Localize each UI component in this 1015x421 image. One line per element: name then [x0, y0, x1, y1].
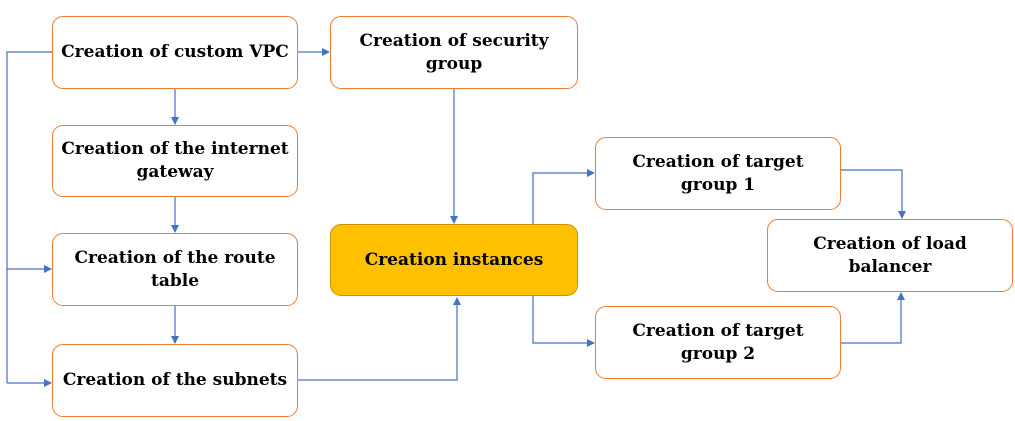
node-route-table-label: Creation of the route table [74, 247, 276, 291]
edge-target-group-2-to-load-balancer [841, 292, 905, 344]
node-load-balancer: Creation of load balancer [767, 219, 1013, 292]
node-load-balancer-label: Creation of load balancer [813, 233, 967, 277]
node-custom-vpc: Creation of custom VPC [52, 16, 298, 89]
node-target-group-2: Creation of target group 2 [595, 306, 841, 379]
node-subnets-label: Creation of the subnets [62, 370, 288, 390]
node-target-group-2-label: Creation of target group 2 [632, 320, 804, 364]
edge-instances-to-target-group-2 [532, 296, 595, 347]
edge-vpc-left-bus [6, 51, 52, 383]
node-security-group: Creation of security group [330, 16, 578, 89]
edge-target-group-1-to-load-balancer [841, 169, 906, 219]
node-instances: Creation instances [330, 224, 578, 296]
node-internet-gateway-label: Creation of the internet gateway [61, 139, 289, 182]
edge-instances-to-target-group-1 [532, 169, 595, 224]
node-custom-vpc-label: Creation of custom VPC [61, 42, 289, 62]
node-target-group-1-label: Creation of target group 1 [632, 151, 804, 195]
node-security-group-label: Creation of security group [359, 30, 549, 74]
edge-subnets-to-instances [298, 297, 461, 381]
node-target-group-1: Creation of target group 1 [595, 137, 841, 210]
node-route-table: Creation of the route table [52, 233, 298, 306]
node-subnets: Creation of the subnets [52, 344, 298, 417]
node-instances-label: Creation instances [364, 249, 544, 270]
node-internet-gateway: Creation of the internet gateway [52, 125, 298, 197]
